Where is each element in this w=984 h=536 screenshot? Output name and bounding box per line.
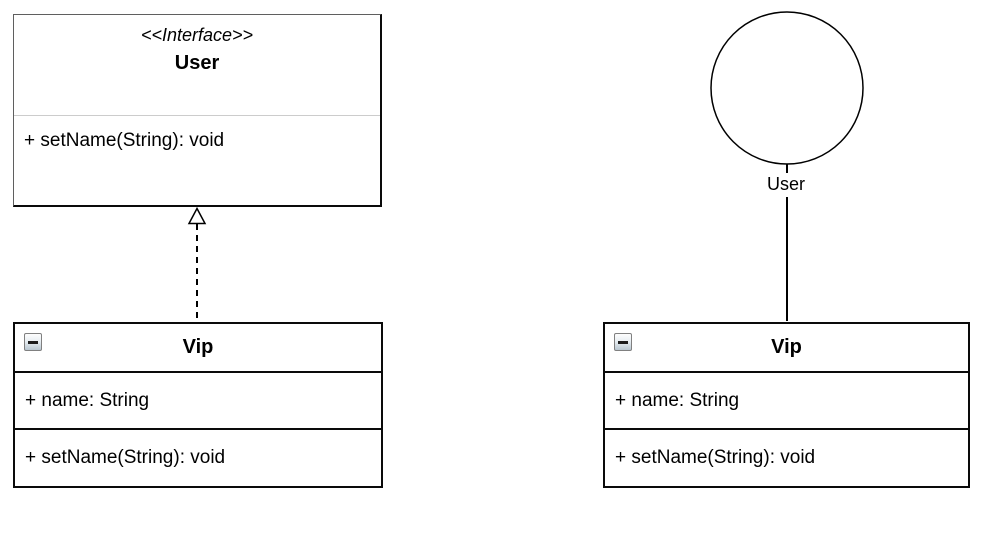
- class-node-vip-left[interactable]: Vip + name: String + setName(String): vo…: [13, 322, 383, 488]
- collapse-minus-icon[interactable]: [24, 333, 42, 351]
- class-name: Vip: [771, 336, 802, 358]
- class-attribute: + name: String: [615, 389, 740, 411]
- realization-connector[interactable]: [187, 206, 207, 322]
- attributes-compartment: + name: String: [605, 373, 968, 430]
- collapse-minus-icon[interactable]: [614, 333, 632, 351]
- lollipop-circle-icon[interactable]: [710, 11, 864, 165]
- operations-compartment: + setName(String): void: [605, 430, 968, 486]
- class-header: Vip: [605, 324, 968, 373]
- lollipop-connector[interactable]: [710, 11, 864, 321]
- interface-stereotype: <<Interface>>: [140, 25, 254, 45]
- class-node-vip-right[interactable]: Vip + name: String + setName(String): vo…: [603, 322, 970, 488]
- compartment-divider: [14, 115, 380, 116]
- minus-glyph: [28, 340, 38, 344]
- class-operation: + setName(String): void: [615, 447, 816, 468]
- attributes-compartment: + name: String: [15, 373, 381, 430]
- hollow-triangle-arrowhead-icon: [187, 206, 207, 225]
- minus-glyph: [618, 340, 628, 344]
- interface-operation: + setName(String): void: [24, 130, 225, 151]
- class-attribute: + name: String: [25, 389, 150, 411]
- interface-node-user[interactable]: <<Interface>> User + setName(String): vo…: [13, 14, 382, 207]
- operations-compartment: + setName(String): void: [15, 430, 381, 486]
- class-name: Vip: [182, 336, 214, 358]
- class-header: Vip: [15, 324, 381, 373]
- class-operation: + setName(String): void: [25, 447, 226, 468]
- interface-name: User: [174, 52, 220, 74]
- lollipop-interface-label: User: [766, 174, 805, 194]
